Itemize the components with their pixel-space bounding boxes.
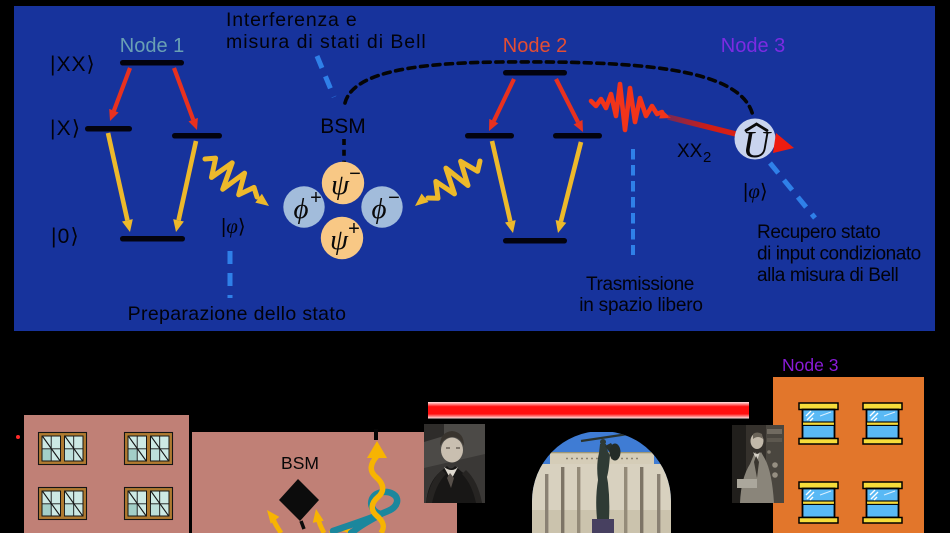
svg-text:ψ: ψ xyxy=(330,224,349,256)
svg-text:−: − xyxy=(388,187,400,209)
svg-text:BSM: BSM xyxy=(320,115,366,138)
svg-text:−: − xyxy=(349,163,361,185)
svg-text:misura di stati di Bell: misura di stati di Bell xyxy=(226,31,427,53)
svg-text:XX: XX xyxy=(677,141,703,162)
svg-text:Node 1: Node 1 xyxy=(120,35,185,57)
svg-text:BSM: BSM xyxy=(281,453,319,473)
svg-text:|φ⟩: |φ⟩ xyxy=(743,179,768,203)
svg-text:|XX⟩: |XX⟩ xyxy=(50,53,96,76)
svg-text:2: 2 xyxy=(703,149,711,166)
svg-text:in spazio libero: in spazio libero xyxy=(579,295,703,316)
svg-text:ϕ: ϕ xyxy=(371,193,386,225)
svg-text:|X⟩: |X⟩ xyxy=(50,117,81,140)
svg-text:Interferenza e: Interferenza e xyxy=(226,9,358,31)
svg-text:|φ⟩: |φ⟩ xyxy=(221,214,246,238)
svg-text:|0⟩: |0⟩ xyxy=(51,225,80,248)
svg-text:+: + xyxy=(348,218,360,240)
svg-text:Node 2: Node 2 xyxy=(503,35,568,57)
svg-text:ψ: ψ xyxy=(331,169,350,201)
svg-text:Recupero stato: Recupero stato xyxy=(757,222,880,243)
svg-text:di input condizionato: di input condizionato xyxy=(757,244,921,265)
svg-text:alla misura di Bell: alla misura di Bell xyxy=(757,265,898,286)
svg-text:+: + xyxy=(310,187,322,209)
svg-text:ϕ: ϕ xyxy=(293,193,308,225)
svg-text:Node 3: Node 3 xyxy=(782,355,838,375)
svg-text:Node 3: Node 3 xyxy=(721,35,786,57)
svg-text:Preparazione dello stato: Preparazione dello stato xyxy=(128,303,347,325)
svg-text:Trasmissione: Trasmissione xyxy=(586,274,694,295)
